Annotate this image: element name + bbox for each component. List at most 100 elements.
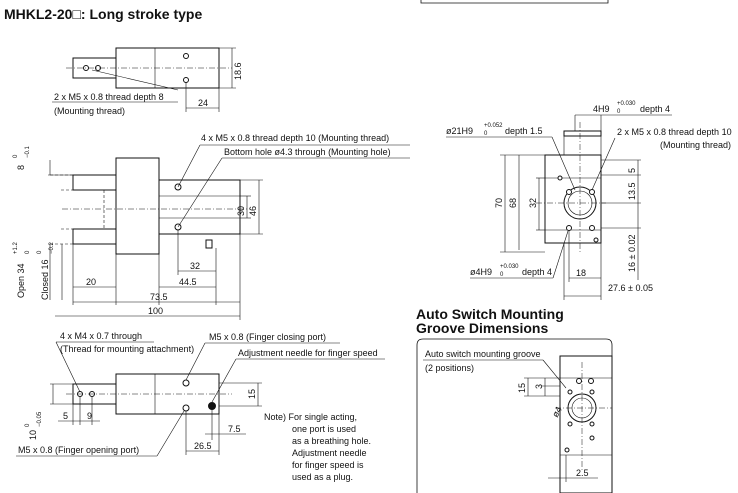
opening-port-label: M5 x 0.8 (Finger opening port) — [18, 445, 139, 455]
end-view: 70 68 32 5 13.5 16 ± 0.02 18 27.6 ± 0.05… — [446, 101, 732, 300]
m4-note: (Thread for mounting attachment) — [60, 344, 194, 354]
single-acting-note: Note) For single acting, one port is use… — [264, 412, 371, 482]
pin-top-main: 4H9 — [593, 104, 610, 114]
dim-18-6: 18.6 — [233, 62, 243, 80]
pin-top-tol-lower: 0 — [617, 109, 621, 115]
groove-hole-5 — [589, 435, 595, 441]
adjustment-needle — [205, 239, 213, 249]
end-hole-low — [593, 237, 599, 243]
dim-32: 32 — [190, 261, 200, 271]
bottom-view: 15 7.5 26.5 5 9 10 0 −0.05 4 x M4 x 0.7 … — [16, 331, 385, 457]
groove-circle-top-2 — [588, 378, 594, 384]
side-view: 30 46 32 44.5 20 73.5 100 8 0 −0.1 Open … — [13, 133, 410, 320]
pin-bottom-depth: depth 4 — [522, 267, 552, 277]
lower-finger — [72, 228, 117, 245]
dim-18-end: 18 — [576, 268, 586, 278]
top-thread-label: 2 x M5 x 0.8 thread depth 8 — [54, 92, 164, 102]
note-line-3: as a breathing hole. — [292, 436, 371, 446]
dim-13-5: 13.5 — [627, 182, 637, 200]
pin-bottom-tol-upper: +0.030 — [500, 264, 519, 270]
open-dim-tol-lower: 0 — [25, 250, 31, 254]
dim-26-5: 26.5 — [194, 441, 212, 451]
dim-15-bottom: 15 — [247, 389, 257, 399]
groove-dim-3: 3 — [534, 384, 544, 389]
m4-label: 4 x M4 x 0.7 through — [60, 331, 142, 341]
note-line-6: used as a plug. — [292, 472, 353, 482]
groove-dim-15: 15 — [517, 383, 527, 393]
bore-tol-lower: 0 — [484, 131, 488, 137]
groove-dim-phi4: ø4 — [550, 405, 564, 419]
opening-port — [182, 404, 190, 412]
dim-8-main: 8 — [16, 165, 26, 170]
pin-bottom-tol-lower: 0 — [500, 272, 504, 278]
closing-port-label: M5 x 0.8 (Finger closing port) — [209, 332, 326, 342]
top-thread-note: (Mounting thread) — [54, 106, 125, 116]
auto-switch-title-line2: Groove Dimensions — [416, 320, 548, 336]
dim-16-tol: 16 ± 0.02 — [627, 235, 637, 272]
groove-hole-3 — [567, 421, 573, 427]
dim-10-tol-lower: −0.05 — [37, 411, 43, 427]
note-line-5: for finger speed is — [292, 460, 364, 470]
groove-hole-2 — [589, 389, 595, 395]
note-line-1: Note) For single acting, — [264, 412, 357, 422]
body-hole-top — [183, 53, 189, 59]
groove-hole-6 — [564, 447, 570, 453]
dim-32-end: 32 — [528, 198, 538, 208]
dim-100: 100 — [148, 306, 163, 316]
pin-hole-top — [566, 189, 572, 195]
open-dim-tol-upper: +1.2 — [13, 241, 19, 254]
closed-dim-main: Closed 16 — [40, 259, 50, 300]
dim-24: 24 — [198, 98, 208, 108]
dim-44-5: 44.5 — [179, 277, 197, 287]
dim-10-tol-upper: 0 — [25, 423, 31, 427]
pin-bottom-main: ø4H9 — [470, 267, 492, 277]
side-thread-label: 4 x M5 x 0.8 thread depth 10 (Mounting t… — [201, 133, 389, 143]
speed-needle — [208, 402, 216, 410]
groove-label: Auto switch mounting groove — [425, 349, 541, 359]
thread-hole-right-top — [589, 189, 595, 195]
dim-20: 20 — [86, 277, 96, 287]
auto-switch-frame — [416, 338, 613, 493]
dim-5-bottom: 5 — [63, 411, 68, 421]
end-hole-left — [557, 175, 563, 181]
dim-9: 9 — [87, 411, 92, 421]
pin-top-depth: depth 4 — [640, 104, 670, 114]
dim-8-tol-lower: −0.1 — [25, 145, 31, 158]
body-hole-bottom — [183, 77, 189, 83]
end-view-top-cap — [563, 130, 602, 137]
auto-switch-detail: 15 3 ø4 2.5 Auto switch mounting groove … — [416, 338, 613, 493]
upper-finger — [72, 174, 117, 191]
bore-depth: depth 1.5 — [505, 126, 543, 136]
main-title: MHKL2-20□: Long stroke type — [4, 6, 202, 22]
dim-10-main: 10 — [28, 430, 38, 440]
pin-hole-bottom — [566, 225, 572, 231]
closed-dim-tol-upper: 0 — [37, 250, 43, 254]
thread-hole-right-bottom — [589, 225, 595, 231]
side-view-cylinder — [115, 157, 160, 255]
closed-dim-tol-lower: −0.2 — [49, 241, 55, 254]
end-thread-label: 2 x M5 x 0.8 thread depth 10 — [617, 127, 732, 137]
groove-positions: (2 positions) — [425, 363, 474, 373]
dim-68: 68 — [508, 198, 518, 208]
note-line-2: one port is used — [292, 424, 356, 434]
dim-27-6: 27.6 ± 0.05 — [608, 283, 653, 293]
groove-dim-2-5: 2.5 — [576, 468, 589, 478]
dim-8-tol-upper: 0 — [13, 154, 19, 158]
top-view: 18.6 24 2 x M5 x 0.8 thread depth 8 (Mou… — [52, 47, 243, 116]
dim-73-5: 73.5 — [150, 292, 168, 302]
auto-switch-title-line1: Auto Switch Mounting — [416, 306, 564, 322]
pin-top-tol-upper: +0.030 — [617, 101, 636, 107]
dim-5-end: 5 — [627, 168, 637, 173]
closing-port — [182, 379, 190, 387]
side-view-guide-body — [158, 179, 241, 235]
previous-frame-edge — [420, 0, 609, 4]
dim-70: 70 — [494, 198, 504, 208]
bore-tol-upper: +0.052 — [484, 123, 503, 129]
end-thread-note: (Mounting thread) — [660, 140, 731, 150]
groove-hole-1 — [567, 389, 573, 395]
note-line-4: Adjustment needle — [292, 448, 367, 458]
open-dim-main: Open 34 — [16, 263, 26, 298]
needle-label: Adjustment needle for finger speed — [238, 348, 378, 358]
dim-7-5: 7.5 — [228, 424, 241, 434]
